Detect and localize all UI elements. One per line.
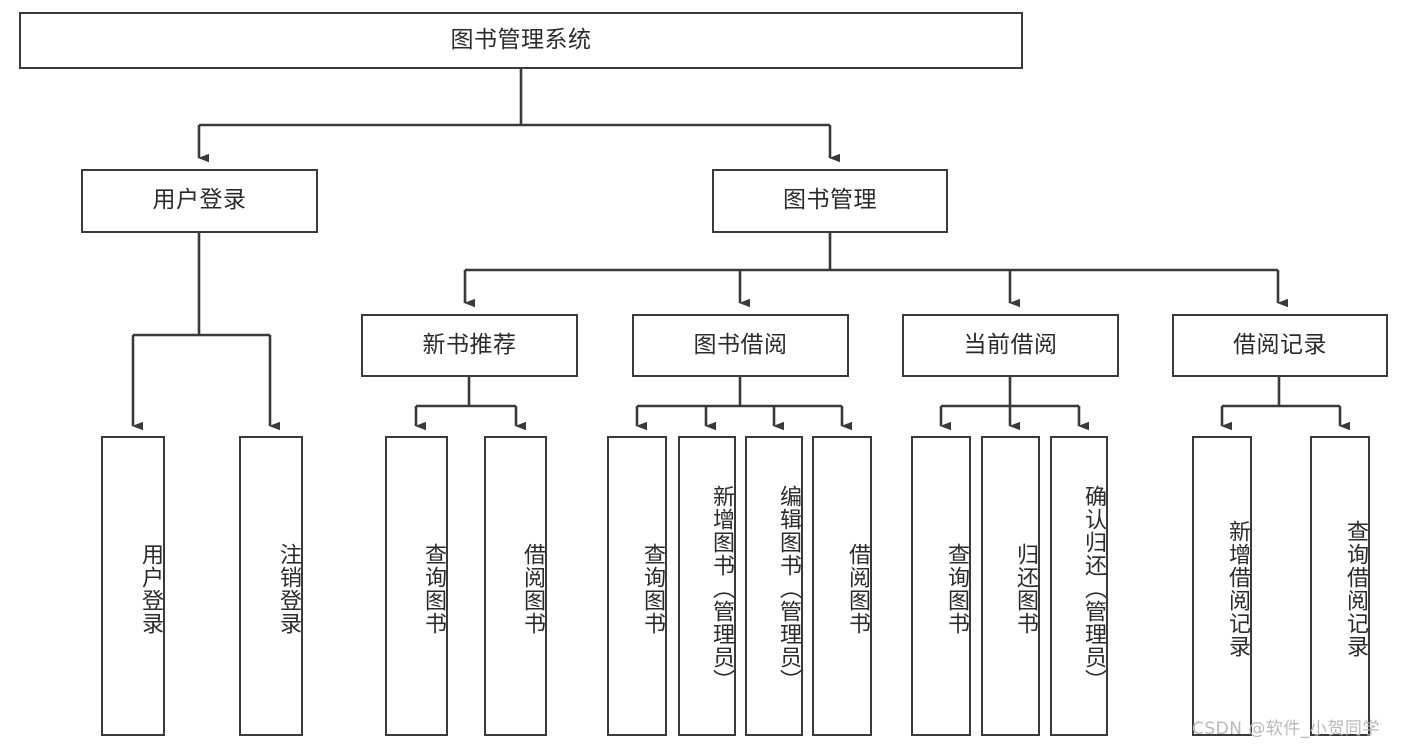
leaf-new-book-borrow-book[interactable]: 借阅图书 [484,436,547,736]
leaf-current-borrow-query-book[interactable]: 查询图书 [911,436,971,736]
node-label: 用户登录 [138,543,163,635]
node-borrow-record[interactable]: 借阅记录 [1172,314,1388,377]
node-new-book-recommend[interactable]: 新书推荐 [361,314,578,377]
leaf-book-borrow-edit-book-admin[interactable]: 编辑图书（管理员） [745,436,803,736]
leaf-book-borrow-query-book[interactable]: 查询图书 [607,436,667,736]
node-current-borrow[interactable]: 当前借阅 [902,314,1119,377]
node-label: 图书管理系统 [450,26,592,53]
node-label: 图书借阅 [693,331,788,358]
leaf-borrow-record-query-record[interactable]: 查询借阅记录 [1310,436,1370,736]
leaf-current-borrow-confirm-return-admin[interactable]: 确认归还（管理员） [1050,436,1108,736]
node-label: 编辑图书（管理员） [776,484,801,692]
node-label: 查询图书 [421,543,446,635]
node-label: 借阅记录 [1233,331,1327,358]
node-label: 借阅图书 [845,543,870,635]
node-label: 归还图书 [1013,543,1038,635]
node-label: 查询图书 [640,543,665,635]
watermark-text: CSDN @软件_小贺同学 [1192,719,1380,739]
node-label: 新增借阅记录 [1225,520,1250,658]
node-user-login[interactable]: 用户登录 [81,169,318,233]
node-label: 注销登录 [276,543,301,635]
node-label: 当前借阅 [963,331,1058,358]
node-label: 新书推荐 [422,331,517,358]
node-label: 用户登录 [152,187,247,214]
leaf-book-borrow-add-book-admin[interactable]: 新增图书（管理员） [678,436,736,736]
node-label: 图书管理 [783,187,877,214]
leaf-current-borrow-return-book[interactable]: 归还图书 [981,436,1040,736]
leaf-book-borrow-borrow-book[interactable]: 借阅图书 [812,436,872,736]
node-label: 确认归还（管理员） [1081,484,1106,692]
leaf-user-login-logout[interactable]: 注销登录 [239,436,303,736]
leaf-new-book-query-book[interactable]: 查询图书 [385,436,448,736]
node-label: 查询图书 [944,543,969,635]
leaf-borrow-record-add-record[interactable]: 新增借阅记录 [1192,436,1252,736]
node-book-borrow[interactable]: 图书借阅 [632,314,849,377]
leaf-user-login-do-login[interactable]: 用户登录 [101,436,165,736]
node-book-management[interactable]: 图书管理 [712,169,948,233]
node-label: 新增图书（管理员） [709,484,734,692]
node-root-book-management-system[interactable]: 图书管理系统 [19,12,1023,69]
node-label: 查询借阅记录 [1343,520,1368,658]
node-label: 借阅图书 [520,543,545,635]
